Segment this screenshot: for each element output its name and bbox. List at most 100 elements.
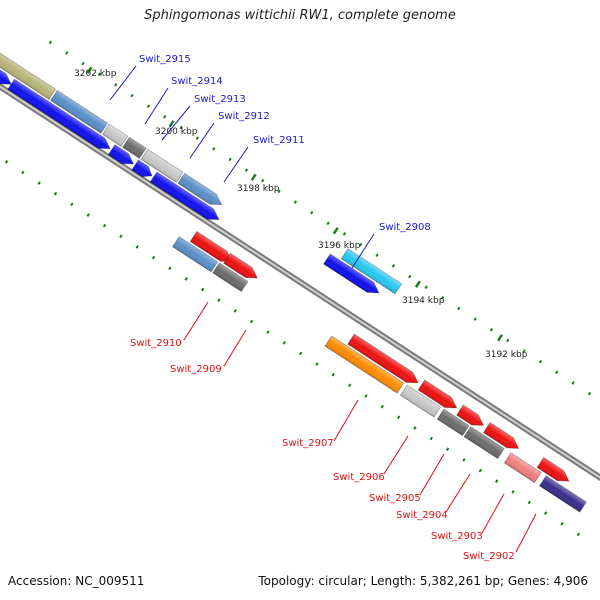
gene-swit-2907[interactable]	[324, 335, 405, 394]
scale-label-3200: 3200 kbp	[155, 127, 198, 137]
tick-mark	[277, 189, 281, 194]
gene-swit-2916[interactable]	[0, 50, 57, 100]
tick-mark	[81, 61, 85, 66]
tick-mark	[212, 146, 216, 151]
tick-mark	[70, 202, 74, 207]
scale-label-3194: 3194 kbp	[402, 296, 445, 306]
gene-label-swit-2908[interactable]: Swit_2908	[379, 222, 431, 233]
tick-mark	[326, 221, 330, 226]
tick-mark	[342, 232, 347, 236]
tick-mark	[457, 306, 461, 311]
scale-label-3196: 3196 kbp	[318, 241, 361, 251]
tick-mark	[86, 213, 90, 217]
gene-red-e[interactable]	[456, 404, 487, 430]
tick-mark	[424, 285, 428, 289]
tick-mark	[228, 157, 232, 162]
major-tick-mark	[250, 173, 257, 181]
tick-mark	[217, 298, 221, 302]
tick-mark	[102, 223, 107, 228]
gene-swit-2905[interactable]	[436, 408, 470, 437]
gene-label-swit-2909[interactable]: Swit_2909	[170, 364, 222, 375]
gene-swit-2906[interactable]	[399, 384, 442, 418]
tick-mark	[135, 245, 139, 249]
map-title: Sphingomonas wittichii RW1, complete gen…	[144, 8, 456, 23]
gene-label-swit-2903[interactable]: Swit_2903	[431, 531, 483, 542]
gene-red-g[interactable]	[536, 456, 572, 487]
accession-text: Accession: NC_009511	[8, 574, 145, 588]
leader-line	[223, 329, 247, 367]
tick-mark	[538, 359, 543, 364]
gene-label-swit-2902[interactable]: Swit_2902	[463, 551, 515, 562]
tick-mark	[429, 436, 433, 441]
tick-mark	[413, 426, 417, 430]
gene-red-d[interactable]	[417, 379, 460, 413]
tick-mark	[179, 125, 183, 130]
tick-mark	[130, 93, 134, 98]
gene-blue-a[interactable]	[0, 56, 14, 89]
gene-swit-2908[interactable]	[340, 248, 403, 295]
tick-mark	[151, 255, 156, 260]
gene-label-swit-2914[interactable]: Swit_2914	[171, 76, 223, 87]
gene-label-swit-2905[interactable]: Swit_2905	[369, 493, 421, 504]
tick-mark	[310, 210, 314, 215]
tick-mark	[37, 181, 41, 185]
leader-line	[419, 453, 445, 496]
gene-label-swit-2910[interactable]: Swit_2910	[130, 338, 182, 349]
gene-swit-2914[interactable]	[102, 123, 129, 147]
gene-label-swit-2913[interactable]: Swit_2913	[194, 94, 246, 105]
gene-label-swit-2907[interactable]: Swit_2907	[282, 438, 334, 449]
tick-mark	[544, 511, 548, 515]
tick-mark	[4, 159, 9, 164]
tick-mark	[249, 319, 254, 324]
leader-line	[223, 146, 249, 183]
major-tick-mark	[332, 227, 339, 235]
gene-swit-2911[interactable]	[177, 172, 225, 209]
gene-red-f[interactable]	[482, 422, 522, 454]
tick-mark	[331, 372, 335, 377]
gene-label-swit-2906[interactable]: Swit_2906	[333, 472, 385, 483]
scale-label-3202: 3202 kbp	[74, 69, 117, 79]
gene-swit-2915[interactable]	[50, 89, 109, 134]
backbone	[0, 82, 600, 482]
gene-features	[0, 50, 587, 513]
gene-blue-f[interactable]	[323, 253, 382, 298]
gene-swit-2902[interactable]	[539, 475, 587, 513]
tick-mark	[347, 383, 352, 388]
gene-swit-2909[interactable]	[212, 262, 249, 293]
gene-blue-e[interactable]	[149, 171, 222, 225]
leader-line	[445, 473, 471, 513]
gene-red-c[interactable]	[347, 333, 422, 388]
gene-blue-c[interactable]	[107, 144, 136, 169]
gene-swit-2904[interactable]	[463, 426, 505, 460]
tick-mark	[53, 191, 58, 196]
major-tick-mark	[86, 66, 93, 74]
leader-line	[183, 301, 209, 341]
gene-red-b[interactable]	[223, 252, 261, 283]
major-tick-mark	[168, 120, 175, 128]
gene-label-swit-2904[interactable]: Swit_2904	[396, 510, 448, 521]
leader-line	[383, 435, 409, 475]
tick-mark	[396, 415, 401, 420]
gene-swit-2913[interactable]	[122, 136, 147, 159]
tick-mark	[527, 500, 531, 505]
leader-line	[161, 105, 191, 141]
tick-mark	[445, 447, 450, 452]
gene-swit-2903[interactable]	[503, 452, 542, 484]
tick-mark	[555, 370, 559, 375]
gene-label-swit-2915[interactable]: Swit_2915	[139, 54, 191, 65]
tick-mark	[359, 242, 363, 247]
gene-label-swit-2912[interactable]: Swit_2912	[218, 111, 270, 122]
tick-mark	[266, 330, 270, 334]
gene-blue-b[interactable]	[7, 78, 113, 153]
gene-label-swit-2911[interactable]: Swit_2911	[253, 135, 305, 146]
gene-blue-d[interactable]	[131, 159, 155, 181]
gene-swit-2912[interactable]	[140, 148, 184, 183]
tick-mark	[119, 234, 123, 239]
tick-mark	[97, 72, 102, 77]
tick-mark	[244, 168, 249, 172]
tick-mark	[184, 277, 188, 281]
tick-mark	[522, 349, 526, 353]
gene-swit-2910[interactable]	[172, 236, 219, 273]
